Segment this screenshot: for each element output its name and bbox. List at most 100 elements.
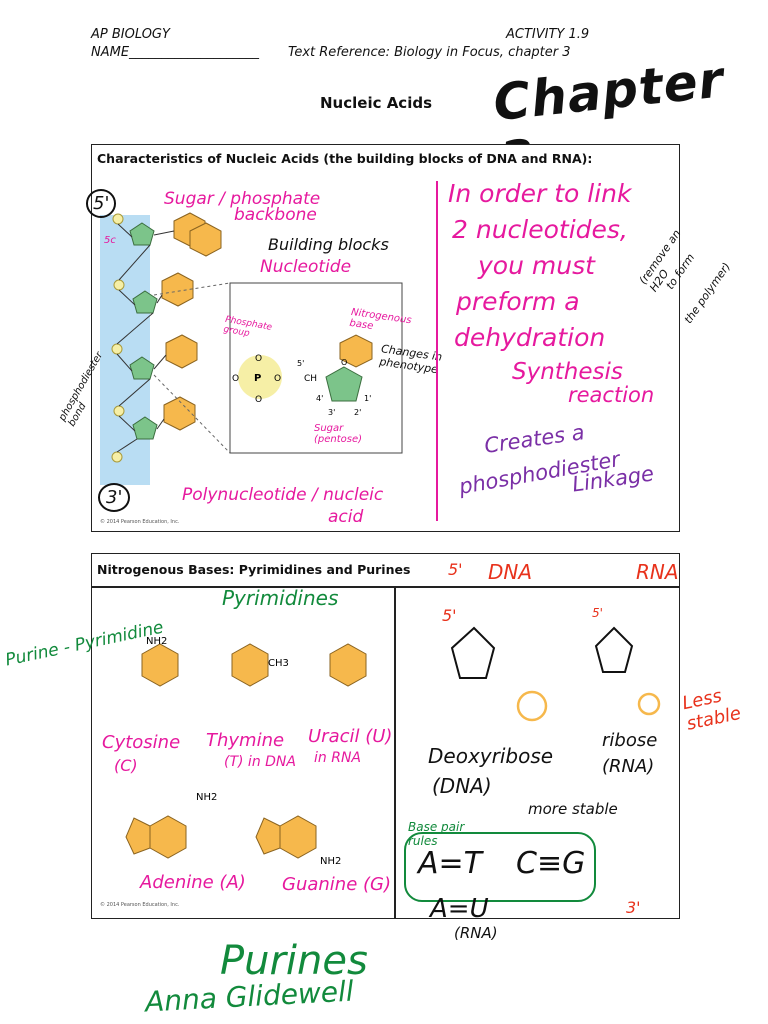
guanine-label: Guanine (G): [282, 874, 391, 895]
guanine-ring-6: [279, 815, 317, 859]
ribose-label: ribose: [602, 730, 658, 751]
five-c-label: 5c: [104, 235, 116, 246]
nucleic-acids-box: Characteristics of Nucleic Acids (the bu…: [57, 144, 733, 532]
nitrogenous-bases-box: Nitrogenous Bases: Pyrimidines and Purin…: [4, 553, 743, 942]
uracil-ring: [329, 643, 367, 687]
copyright-2: © 2014 Pearson Education, Inc.: [100, 901, 180, 908]
au-rna-label: (RNA): [454, 924, 498, 942]
svg-text:3': 3': [328, 408, 335, 417]
cg-rule: C≡G: [516, 846, 586, 881]
svg-text:5': 5': [297, 359, 304, 368]
svg-text:CH3: CH3: [268, 658, 289, 669]
uracil-abbr: in RNA: [314, 750, 361, 766]
activity-label: ACTIVITY 1.9: [506, 27, 590, 42]
pyrimidines-label: Pyrimidines: [222, 586, 339, 610]
sugar-4: [132, 416, 158, 440]
polynucleotide-label: Polynucleotide / nucleic: [182, 485, 384, 505]
backbone-strip: [100, 215, 150, 485]
sugars-diagram: C≡G: [450, 626, 661, 722]
thymine-label: Thymine: [206, 730, 285, 751]
svg-text:CH: CH: [304, 374, 317, 384]
cytosine-ring: [141, 643, 179, 687]
purines-label: Purines: [220, 938, 368, 984]
section2-divider: [394, 588, 396, 918]
page-title: Nucleic Acids: [320, 94, 433, 112]
note-line5: dehydration: [454, 323, 606, 352]
sugar-pentose-label: Sugar (pentose): [314, 423, 363, 445]
less-stable-label: Less stable: [680, 685, 743, 735]
ribose-ring: [594, 626, 634, 673]
base-1-b: [189, 222, 222, 257]
thymine-abbr: (T) in DNA: [224, 754, 296, 770]
nucleotide-base: [339, 334, 373, 368]
more-stable-label: more stable: [528, 800, 618, 818]
section2-rule: [92, 586, 679, 588]
five-prime-label: 5': [86, 189, 117, 218]
sugar-3: [129, 356, 155, 380]
nucleotide-diagram: P O O O O CH 5' O 4' 1' 3' 2' © 2014 Pea…: [100, 212, 403, 525]
note-line7: reaction: [568, 383, 655, 407]
section1-title: Characteristics of Nucleic Acids (the bu…: [97, 151, 593, 166]
note-line6: Synthesis: [512, 359, 623, 385]
note-line4: preform a: [456, 287, 580, 316]
note-line1: In order to link: [448, 179, 632, 208]
cytosine-abbr: (C): [114, 756, 138, 775]
section2-title: Nitrogenous Bases: Pyrimidines and Purin…: [97, 562, 411, 577]
rna-label: RNA: [636, 560, 679, 584]
guanine-ring-5: [255, 817, 281, 855]
svg-text:O: O: [232, 374, 239, 384]
three-prime-note: 3': [626, 898, 641, 917]
five-prime-dna: 5': [448, 560, 463, 579]
base-3: [165, 334, 198, 369]
three-prime-label: 3': [98, 483, 131, 512]
copyright-1: © 2014 Pearson Education, Inc.: [100, 518, 180, 525]
svg-text:O: O: [274, 374, 281, 384]
sugar-phosphate-label: Sugar / phosphate: [164, 189, 321, 209]
dna-label: DNA: [488, 560, 533, 584]
text-reference: Text Reference: Biology in Focus, chapte…: [288, 45, 571, 60]
sugar-2: [132, 290, 158, 314]
svg-text:O: O: [255, 395, 262, 405]
deoxyribose-ring: [450, 626, 496, 679]
five-prime-deoxy: 5': [442, 606, 457, 625]
adenine-label: Adenine (A): [140, 872, 246, 893]
deoxy-dna-label: (DNA): [432, 774, 492, 798]
bases-diagram: NH2 CH3 NH2 NH2 © 2014 Pearson Education…: [100, 636, 367, 908]
backbone-label: backbone: [234, 205, 317, 225]
building-blocks-label: Building blocks: [268, 235, 389, 254]
phosphorus-symbol: P: [254, 373, 261, 384]
note-line2: 2 nucleotides,: [452, 215, 628, 244]
notes-divider: [436, 181, 438, 521]
base-pair-box: [404, 832, 596, 902]
svg-text:O: O: [341, 358, 347, 367]
svg-text:NH2: NH2: [146, 636, 167, 647]
base-4: [163, 396, 196, 431]
svg-text:1': 1': [364, 394, 371, 403]
sugar-1: [129, 222, 155, 246]
base-2: [161, 272, 194, 307]
acid-label: acid: [328, 507, 364, 527]
ribose-oh-highlight: [637, 692, 661, 716]
svg-text:NH2: NH2: [196, 792, 217, 803]
course-label: AP BIOLOGY: [91, 27, 170, 42]
cytosine-label: Cytosine: [102, 732, 181, 753]
name-line: NAME____________________: [91, 45, 260, 60]
phosphate-circle: [238, 355, 282, 399]
deoxy-h-highlight: [516, 690, 548, 722]
svg-text:2': 2': [354, 408, 361, 417]
nucleotide-sugar: [325, 366, 363, 402]
nucleotide-label: Nucleotide: [260, 257, 352, 277]
adenine-ring-5: [125, 817, 151, 855]
ribose-rna-label: (RNA): [602, 756, 655, 777]
signature: Anna Glidewell: [144, 974, 355, 1019]
svg-text:O: O: [255, 354, 262, 364]
svg-text:NH2: NH2: [320, 856, 341, 867]
svg-text:4': 4': [316, 394, 323, 403]
deoxyribose-label: Deoxyribose: [428, 744, 554, 768]
thymine-ring: [231, 643, 269, 687]
uracil-label: Uracil (U): [308, 726, 393, 747]
au-rule: A=U: [430, 894, 489, 924]
at-rule: A=T: [418, 846, 482, 881]
adenine-ring-6: [149, 815, 187, 859]
note-line3: you must: [478, 251, 595, 280]
